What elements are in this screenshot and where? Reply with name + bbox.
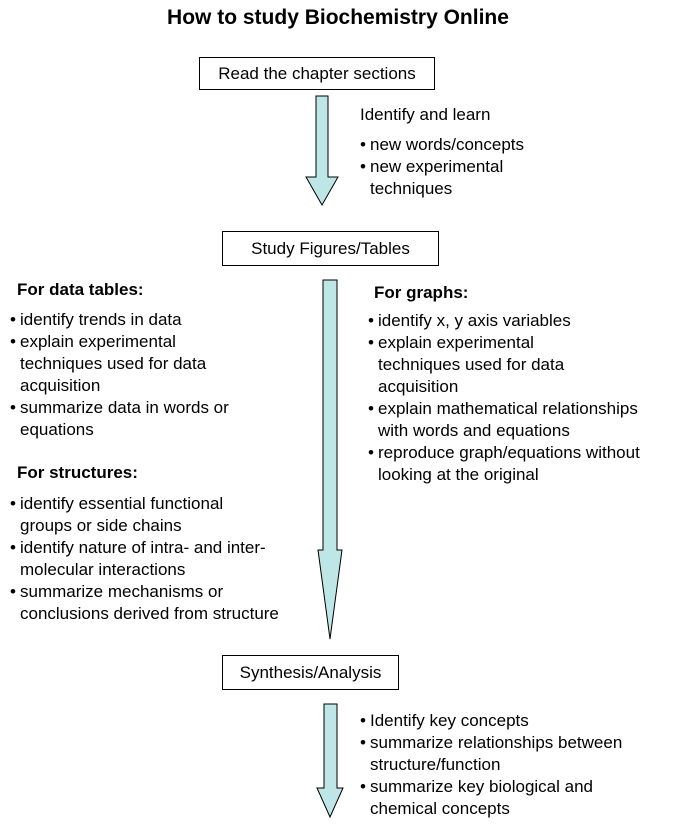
- step3-bullet-list: Identify key concepts summarize relations…: [360, 710, 622, 820]
- down-arrow-1: [305, 95, 339, 207]
- list-item-line: identify x, y axis variables: [378, 311, 571, 330]
- list-item: new experimental techniques: [360, 156, 524, 200]
- list-item: identify essential functional groups or s…: [10, 493, 279, 537]
- down-arrow-3: [316, 703, 344, 819]
- list-item-line: acquisition: [20, 376, 101, 395]
- list-item: identify x, y axis variables: [368, 310, 640, 332]
- step1-bullet-list: new words/concepts new experimental techn…: [360, 134, 524, 200]
- down-arrow-2: [317, 279, 343, 640]
- step-box-label: Synthesis/Analysis: [239, 663, 382, 682]
- list-item-line: Identify key concepts: [370, 711, 529, 730]
- list-item-line: identify essential functional: [20, 494, 224, 513]
- list-item: new words/concepts: [360, 134, 524, 156]
- list-item-line: techniques used for data: [378, 355, 565, 374]
- list-item: identify nature of intra- and inter-mole…: [10, 537, 279, 581]
- step-box-label: Read the chapter sections: [218, 64, 416, 83]
- list-item-line: summarize key biological and: [370, 777, 593, 796]
- list-item-line: identify trends in data: [20, 310, 182, 329]
- list-item-line: identify nature of intra- and inter-: [20, 538, 266, 557]
- graphs-bullet-list: identify x, y axis variables explain expe…: [368, 310, 640, 486]
- list-item-line: equations: [20, 420, 94, 439]
- arrow-shape: [317, 279, 343, 640]
- list-item: summarize mechanisms or conclusions deriv…: [10, 581, 279, 625]
- list-item: explain experimental techniques used for …: [368, 332, 640, 398]
- step-box-synthesis: Synthesis/Analysis: [222, 655, 399, 690]
- list-item-line: conclusions derived from structure: [20, 604, 279, 623]
- list-item-line: structure/function: [370, 755, 501, 774]
- step-box-study-figures: Study Figures/Tables: [222, 231, 439, 266]
- list-item-line: reproduce graph/equations without: [378, 443, 640, 462]
- list-item: explain mathematical relationships with w…: [368, 398, 640, 442]
- arrow-shape: [305, 95, 339, 207]
- list-item-line: techniques used for data: [20, 354, 207, 373]
- data-tables-bullet-list: identify trends in data explain experimen…: [10, 309, 229, 441]
- structures-bullet-list: identify essential functional groups or s…: [10, 493, 279, 625]
- list-item-line: explain experimental: [378, 333, 534, 352]
- list-item: explain experimental techniques used for …: [10, 331, 229, 397]
- list-item-line: groups or side chains: [20, 516, 182, 535]
- list-item-line: explain experimental: [20, 332, 176, 351]
- list-item-line: with words and equations: [378, 421, 570, 440]
- page-title: How to study Biochemistry Online: [167, 6, 509, 29]
- step-box-label: Study Figures/Tables: [251, 239, 410, 258]
- list-item-line: summarize relationships between: [370, 733, 623, 752]
- list-item-line: summarize mechanisms or: [20, 582, 224, 601]
- list-item-line: molecular interactions: [20, 560, 186, 579]
- arrow-shape: [316, 703, 344, 819]
- list-item-line: chemical concepts: [370, 799, 510, 818]
- graphs-heading: For graphs:: [374, 283, 469, 302]
- list-item: Identify key concepts: [360, 710, 622, 732]
- list-item: summarize relationships between structure…: [360, 732, 622, 776]
- list-item: summarize data in words or equations: [10, 397, 229, 441]
- list-item: summarize key biological and chemical con…: [360, 776, 622, 820]
- list-item: reproduce graph/equations without looking…: [368, 442, 640, 486]
- step-box-read-chapter: Read the chapter sections: [199, 57, 435, 90]
- list-item-line: summarize data in words or: [20, 398, 229, 417]
- list-item-line: explain mathematical relationships: [378, 399, 638, 418]
- list-item-line: techniques: [370, 179, 453, 198]
- step1-intro: Identify and learn: [360, 105, 491, 124]
- list-item-line: looking at the original: [378, 465, 539, 484]
- list-item-line: acquisition: [378, 377, 459, 396]
- structures-heading: For structures:: [17, 463, 138, 482]
- list-item-line: new experimental: [370, 157, 504, 176]
- list-item: identify trends in data: [10, 309, 229, 331]
- data-tables-heading: For data tables:: [17, 280, 144, 299]
